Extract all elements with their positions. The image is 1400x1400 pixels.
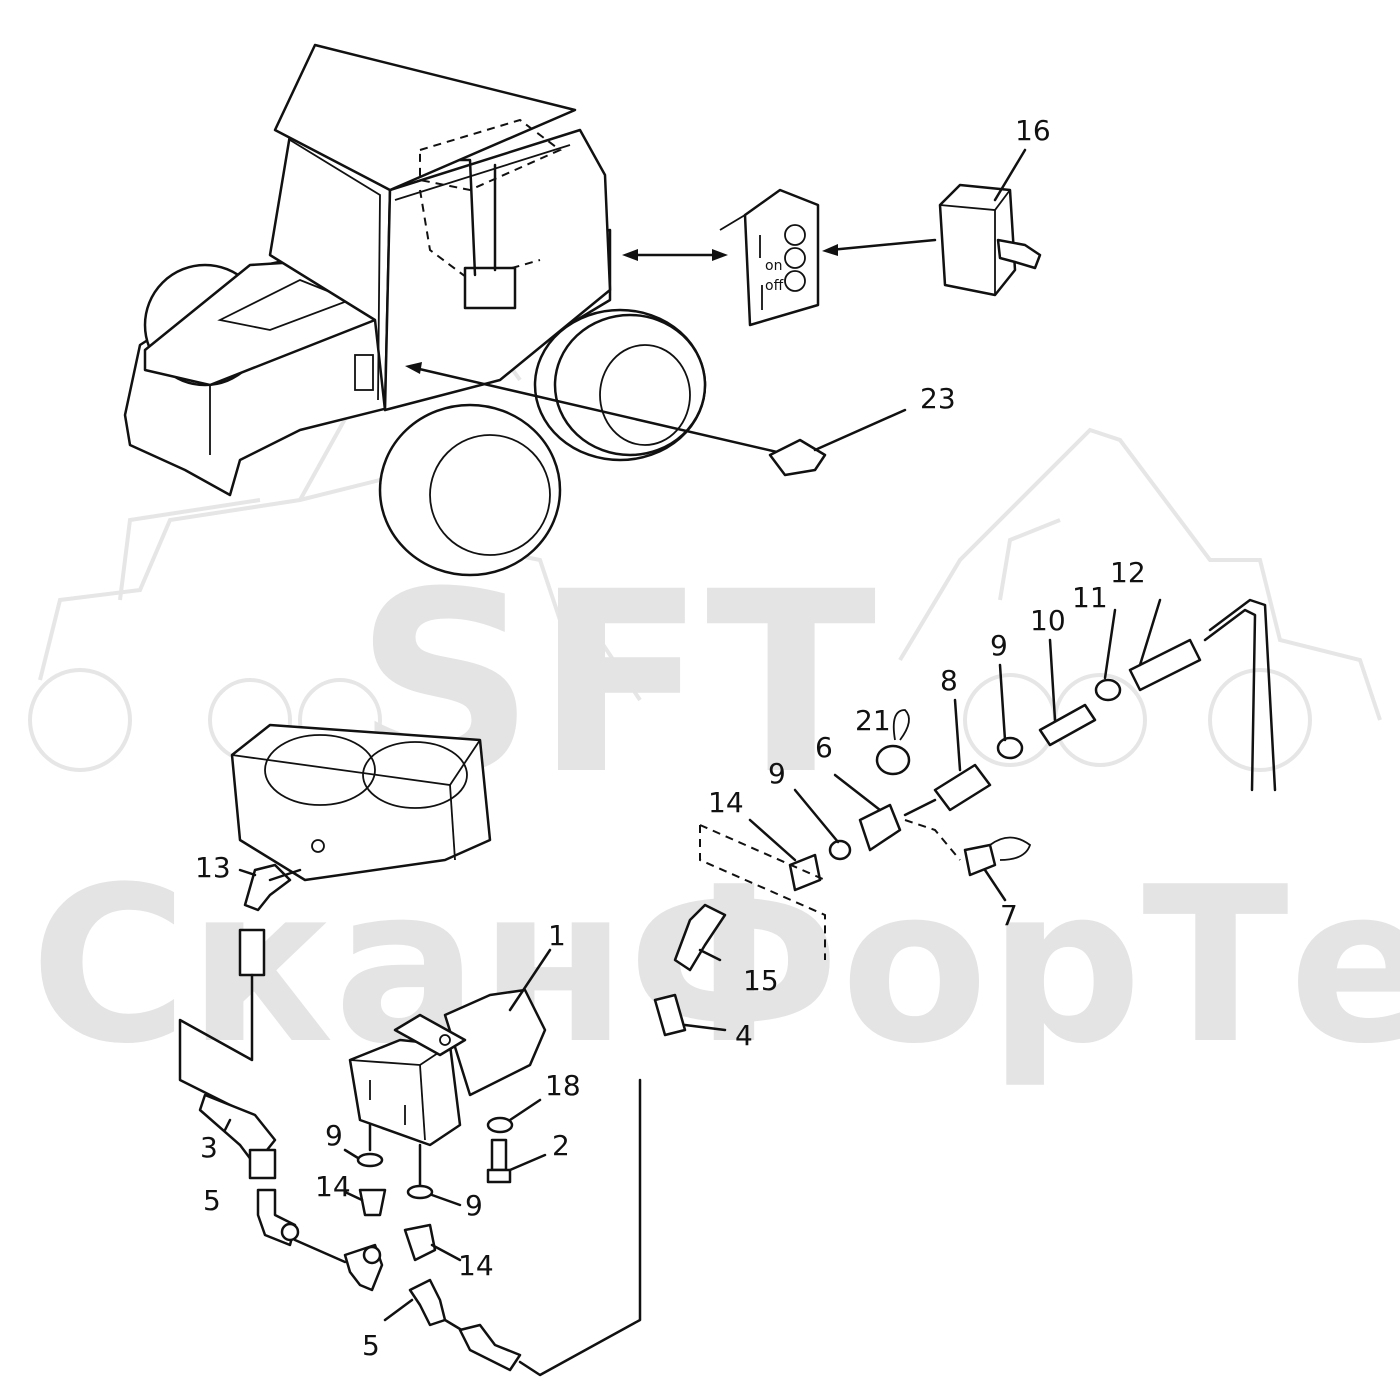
callout-9-pump-left: 9 (325, 1119, 343, 1152)
pump-motor (348, 948, 552, 1147)
callout-11: 11 (1072, 581, 1108, 614)
coupling-8 (933, 763, 992, 812)
callout-18: 18 (545, 1069, 581, 1102)
cab-switch (463, 266, 517, 310)
bolt-2 (486, 1138, 547, 1184)
connector-14-left (343, 1188, 387, 1217)
watermark-text: СканФорТек (30, 840, 1400, 1091)
callout-9-top: 9 (990, 629, 1008, 662)
callout-6: 6 (815, 731, 833, 764)
clamp-11 (1094, 678, 1122, 702)
washer-9-mid (828, 839, 852, 861)
cab-roof (273, 43, 577, 192)
toggle-lever (996, 238, 1042, 270)
callout-13: 13 (195, 851, 231, 884)
connector-14-right (403, 1223, 462, 1262)
leader-lines (748, 598, 1162, 902)
machine-illustration (123, 43, 707, 577)
fitting-4 (653, 993, 687, 1037)
hose-12 (1128, 638, 1202, 692)
switch-panel-plate (743, 188, 820, 327)
callout-9-mid: 9 (768, 757, 786, 790)
reference-arrows (405, 238, 937, 457)
watermark-tractor-right (898, 427, 1382, 772)
elbow-15 (673, 903, 727, 972)
callout-16: 16 (1015, 114, 1051, 147)
washer-9-right (406, 1184, 462, 1207)
callout-21: 21 (855, 704, 891, 737)
callout-12: 12 (1110, 556, 1146, 589)
cab-door-handle (354, 354, 374, 391)
switch-on-label: on (765, 258, 782, 274)
callout-7: 7 (1000, 899, 1018, 932)
callout-8: 8 (940, 664, 958, 697)
callout-15: 15 (743, 964, 779, 997)
callout-4: 4 (735, 1019, 753, 1052)
switch-panel: on off (719, 188, 820, 327)
callout-9-pump-right: 9 (465, 1189, 483, 1222)
fitting-5-center (343, 1243, 384, 1292)
callout-labels: 16 23 12 11 10 9 8 21 6 9 14 7 13 1 15 4… (195, 114, 1146, 1362)
switch-off-label: off (765, 278, 784, 294)
washer-18 (486, 1098, 542, 1134)
front-tyre (378, 403, 562, 577)
hose-3 (198, 1093, 277, 1180)
fuse (768, 408, 907, 477)
hydraulic-line (653, 598, 1277, 1037)
callout-2: 2 (552, 1129, 570, 1162)
callout-14-left: 14 (315, 1170, 351, 1203)
callout-14-top: 14 (708, 786, 744, 819)
callout-23: 23 (920, 382, 956, 415)
plug-7 (963, 843, 997, 877)
callout-1: 1 (548, 919, 566, 952)
adapter-10 (1038, 703, 1097, 747)
callout-3: 3 (200, 1131, 218, 1164)
callout-5-left: 5 (203, 1184, 221, 1217)
callout-14-right: 14 (458, 1249, 494, 1282)
sensor-14 (788, 853, 822, 892)
washer-9-left (343, 1148, 384, 1168)
engine-block (230, 723, 492, 882)
cap-21 (875, 744, 911, 776)
temperature-sensor-13 (178, 863, 302, 1112)
fitting-5-left (256, 1188, 347, 1264)
callout-10: 10 (1030, 604, 1066, 637)
fitting-5-bottom (383, 1078, 642, 1377)
toggle-switch (938, 148, 1042, 297)
callout-5-bottom: 5 (362, 1329, 380, 1362)
washer-9 (996, 736, 1024, 760)
